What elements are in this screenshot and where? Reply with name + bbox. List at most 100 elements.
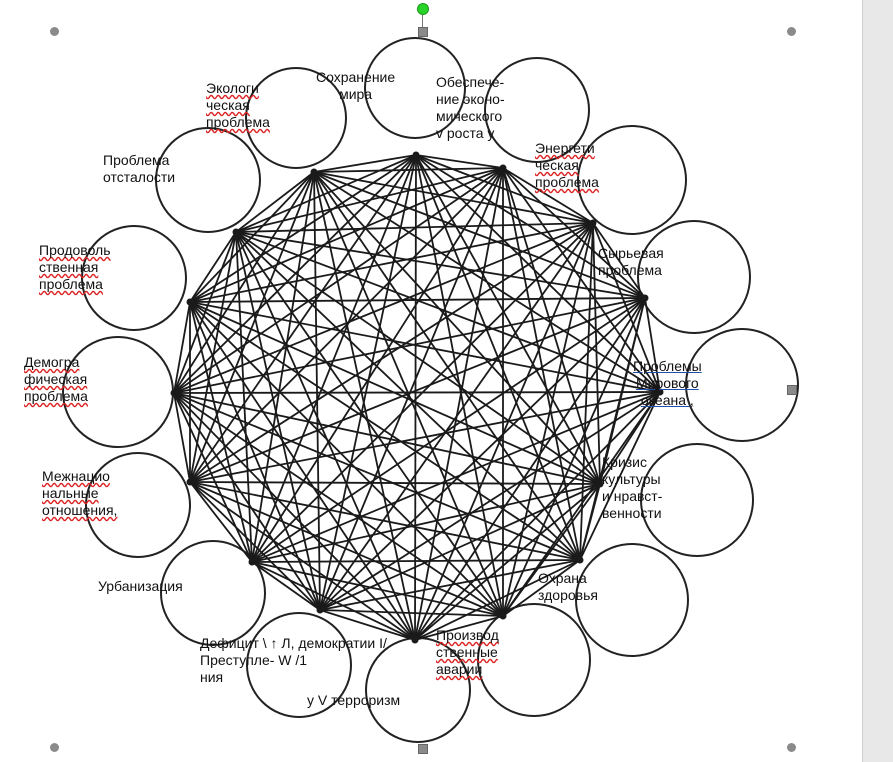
connection-line — [414, 391, 661, 641]
label-urban: Урбанизация — [98, 578, 183, 594]
connection-line — [189, 301, 661, 393]
node-circle — [85, 452, 191, 558]
node-hub — [656, 388, 664, 396]
node-circle — [81, 225, 187, 331]
connection-line — [502, 167, 661, 393]
resize-handle-top[interactable] — [418, 27, 428, 37]
connection-line — [189, 481, 504, 617]
node-circle — [637, 220, 751, 334]
connection-line — [319, 154, 417, 611]
resize-handle-bottom[interactable] — [418, 744, 428, 754]
resize-handle-top-left[interactable] — [50, 27, 59, 36]
node-hub — [186, 298, 194, 306]
connection-line — [502, 167, 601, 485]
node-circle — [575, 543, 689, 657]
connection-line — [189, 297, 646, 303]
connection-line — [235, 231, 504, 617]
connection-line — [319, 222, 594, 611]
connection-line — [189, 481, 601, 485]
connection-line — [173, 171, 315, 394]
label-industrial-text: Производ ственные аварии — [436, 627, 499, 677]
connection-line — [173, 167, 504, 394]
global-problems-diagram[interactable] — [0, 0, 862, 762]
connection-line — [313, 171, 321, 611]
node-circle — [160, 540, 266, 646]
node-circle — [155, 127, 261, 233]
label-energy: Энергети ческая проблема — [535, 140, 599, 191]
rotate-handle-icon[interactable] — [417, 3, 429, 15]
node-circle — [484, 57, 590, 163]
node-hub — [576, 556, 584, 564]
connection-line — [592, 222, 646, 299]
connection-line — [502, 167, 594, 224]
label-terrorism: y V терроризм — [307, 692, 401, 708]
connection-line — [189, 297, 646, 483]
connection-line — [189, 481, 321, 611]
node-hub — [316, 606, 324, 614]
connection-line — [415, 154, 661, 393]
connection-line — [414, 615, 504, 641]
connection-line — [235, 231, 416, 641]
connection-line — [173, 392, 253, 563]
connection-line — [173, 392, 581, 561]
connection-line — [189, 171, 315, 483]
connection-line — [319, 391, 661, 611]
connection-line — [644, 297, 661, 393]
label-food: Продоволь ственная проблема — [39, 242, 111, 293]
node-hub — [589, 219, 597, 227]
node-hub — [412, 151, 420, 159]
resize-handle-right[interactable] — [787, 385, 797, 395]
connection-line — [313, 167, 504, 173]
label-backward: Проблема отсталости — [103, 152, 176, 185]
connection-line — [502, 297, 646, 617]
rotate-handle-stem — [422, 14, 423, 30]
label-health: Охрана здоровья — [538, 570, 598, 603]
connection-line — [319, 167, 504, 611]
label-ethnic: Межнацио нальные отношения, — [42, 468, 117, 519]
resize-handle-top-right[interactable] — [787, 27, 796, 36]
resize-handle-bottom-left[interactable] — [50, 743, 59, 752]
connection-line — [502, 483, 601, 617]
connection-line — [319, 609, 504, 617]
connection-line — [189, 391, 661, 483]
node-circle — [577, 125, 687, 235]
label-economy: Обеспече- ние эконо- мического v роста у — [436, 74, 505, 141]
connection-line — [189, 154, 417, 483]
connection-line — [251, 483, 601, 563]
connection-line — [502, 167, 581, 561]
label-ocean: Проблемы Мирового океана , — [633, 358, 702, 409]
connection-line — [319, 297, 646, 611]
label-industrial: Производ ственные аварии — [436, 627, 499, 678]
connection-line — [189, 301, 504, 617]
connection-line — [313, 171, 646, 299]
connection-line — [313, 171, 661, 393]
connection-line — [251, 391, 661, 563]
node-hub — [310, 168, 318, 176]
connection-line — [189, 231, 237, 303]
node-circle — [477, 603, 591, 717]
connection-line — [173, 222, 594, 394]
label-ethnic-text: Межнацио нальные отношения, — [42, 468, 118, 518]
node-hub — [170, 389, 178, 397]
connection-line — [313, 171, 581, 561]
node-circle — [685, 328, 799, 442]
connection-line — [173, 392, 504, 617]
label-peace: Сохранение мира — [316, 69, 396, 102]
label-ocean-text: Проблемы Мирового океана , — [633, 358, 702, 408]
node-hub — [411, 636, 419, 644]
connection-line — [235, 231, 646, 299]
connection-line — [251, 559, 581, 563]
connection-line — [235, 231, 321, 611]
label-deficit: Дефицит \ ↑ Л, демократии I/ Преступле- … — [200, 635, 387, 685]
connection-line — [235, 171, 315, 233]
node-circle — [640, 443, 754, 557]
node-hub — [186, 478, 194, 486]
connection-line — [189, 222, 594, 483]
vertical-scrollbar[interactable] — [862, 0, 893, 762]
connection-line — [502, 167, 646, 299]
connection-line — [189, 481, 253, 563]
resize-handle-bottom-right[interactable] — [787, 743, 796, 752]
connection-line — [189, 222, 594, 303]
connection-line — [173, 301, 191, 394]
connection-line — [189, 171, 315, 303]
